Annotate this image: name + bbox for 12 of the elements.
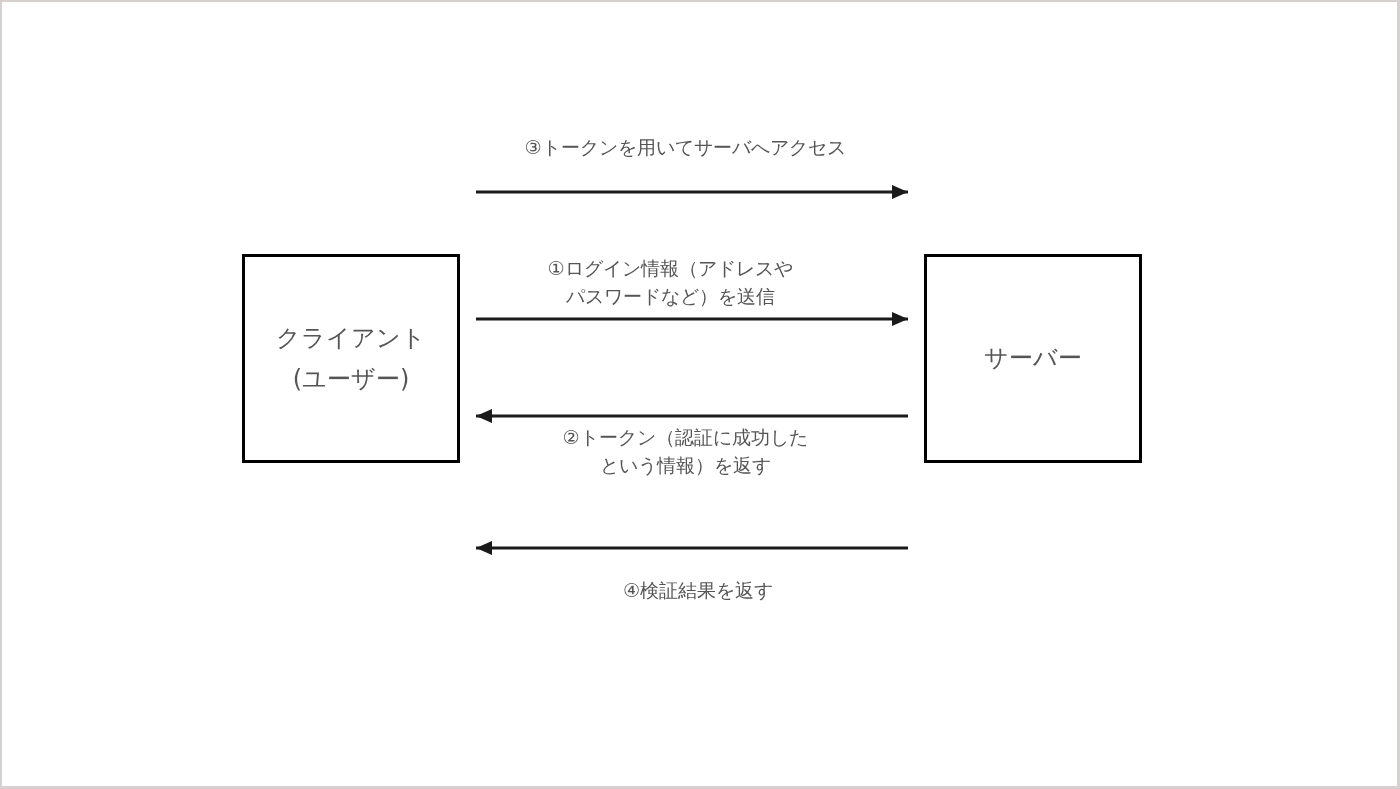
edge-label: ③トークンを用いてサーバへアクセス xyxy=(523,135,847,160)
box-label: サーバー xyxy=(984,343,1082,374)
edge-label: ②トークン（認証に成功したという情報）を返す xyxy=(561,425,809,478)
edge-label: ①ログイン情報（アドレスやパスワードなど）を送信 xyxy=(546,256,794,309)
arrow xyxy=(476,312,908,326)
box-label: クライアント(ユーザー) xyxy=(276,322,426,395)
client-box xyxy=(242,254,460,463)
arrow xyxy=(476,409,908,423)
server-box xyxy=(924,254,1142,463)
edge-label: ④検証結果を返す xyxy=(621,578,774,603)
arrow xyxy=(476,185,908,199)
arrow xyxy=(476,541,908,555)
